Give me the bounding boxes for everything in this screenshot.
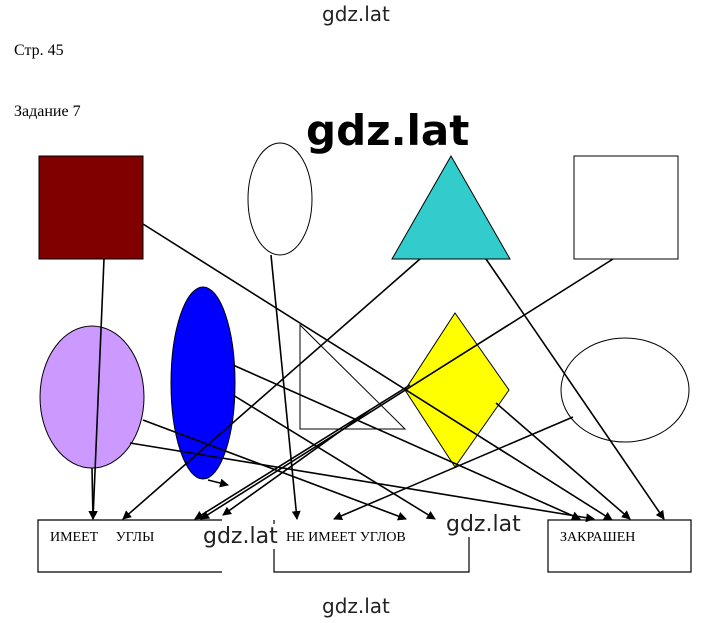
white-oval: [247, 142, 313, 256]
yellow-rhombus: [404, 312, 510, 468]
blue-oval: [170, 286, 236, 480]
watermark-big: gdz.lat: [306, 106, 470, 155]
page-label: Стр. 45: [14, 42, 64, 59]
white-square: [573, 155, 679, 260]
category-colored-label: ЗАКРАШЕН: [560, 530, 635, 545]
white-right-triangle: [299, 323, 407, 430]
category-has-angles-label: ИМЕЕТ УГЛЫ: [50, 530, 154, 545]
task-label: Задание 7: [14, 103, 81, 120]
category-has-angles-box: ИМЕЕТ УГЛЫ: [37, 519, 222, 573]
lilac-oval: [39, 325, 145, 469]
category-colored-box: ЗАКРАШЕН: [547, 519, 692, 573]
white-wide-oval: [560, 337, 690, 443]
maroon-square: [38, 155, 144, 260]
teal-triangle: [391, 154, 511, 260]
watermark-mid-left: gdz.lat: [201, 524, 280, 549]
category-no-angles-box: НЕ ИМЕЕТ УГЛОВ: [273, 520, 470, 573]
connection-arrows: [88, 223, 665, 523]
watermark-mid-right: gdz.lat: [444, 512, 523, 537]
watermark-bottom: gdz.lat: [322, 594, 390, 618]
watermark-top: gdz.lat: [322, 2, 390, 26]
category-no-angles-label: НЕ ИМЕЕТ УГЛОВ: [286, 530, 406, 545]
